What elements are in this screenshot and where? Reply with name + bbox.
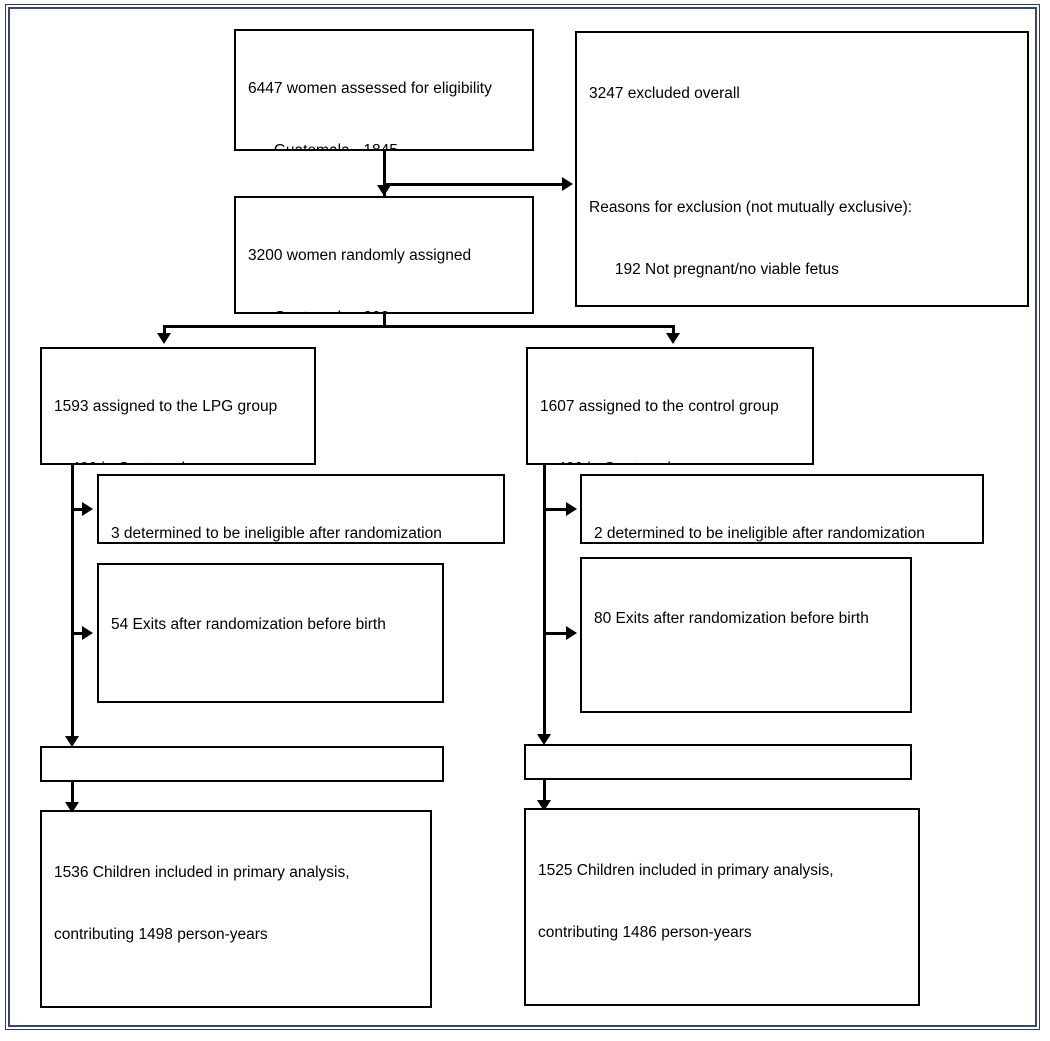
arrow-into-lpg-births <box>65 736 79 747</box>
connector-control-births-to-analysis <box>543 779 546 807</box>
lpg-assigned-line-0: 1593 assigned to the LPG group <box>54 398 278 416</box>
arrow-to-control-exits <box>566 626 577 640</box>
arrow-into-lpg-analysis <box>65 802 79 813</box>
arrow-to-control-ineligible <box>566 502 577 516</box>
control-analysis-line-1: contributing 1486 person-years <box>538 924 752 942</box>
lpg-exits-line-0: 54 Exits after randomization before birt… <box>111 616 386 634</box>
control-assigned-line-0: 1607 assigned to the control group <box>540 398 779 416</box>
connector-lpg-spine <box>71 464 74 744</box>
lpg-assigned-line-1: 400 in Guatemala <box>54 459 304 463</box>
control-assigned-line-1: 400 in Guatemala <box>540 459 802 463</box>
arrow-into-randomized <box>377 185 391 196</box>
arrow-to-lpg-ineligible <box>82 502 93 516</box>
connector-control-to-ineligible <box>543 508 573 511</box>
lpg-primary-analysis-box: 1536 Children included in primary analys… <box>40 810 432 1008</box>
connector-assessed-down <box>383 149 386 185</box>
control-exits-box: 80 Exits after randomization before birt… <box>580 557 912 713</box>
arrow-into-control-analysis <box>537 800 551 811</box>
connector-to-control-group <box>672 325 675 339</box>
control-analysis-line-0: 1525 Children included in primary analys… <box>538 862 834 880</box>
connector-assessed-to-excluded <box>383 183 568 186</box>
lpg-ineligible-box: 3 determined to be ineligible after rand… <box>97 474 505 544</box>
connector-lpg-to-exits <box>71 632 87 635</box>
connector-control-to-exits <box>543 632 573 635</box>
lpg-analysis-line-1: contributing 1498 person-years <box>54 926 268 944</box>
arrow-to-excluded <box>562 177 573 191</box>
lpg-child-live-births-box: 1536 Child live births <box>40 746 444 782</box>
assessed-line-1: Guatemala - 1845 <box>248 142 398 151</box>
lpg-group-assigned-box: 1593 assigned to the LPG group 400 in Gu… <box>40 347 316 465</box>
lpg-ineligible-line-0: 3 determined to be ineligible after rand… <box>111 525 442 543</box>
control-child-live-births-box: 1525 Child live births <box>524 744 912 780</box>
connector-lpg-to-ineligible <box>71 508 87 511</box>
assessed-line-0: 6447 women assessed for eligibility <box>248 80 492 98</box>
randomized-line-0: 3200 women randomly assigned <box>248 247 472 265</box>
lpg-exits-gap <box>111 677 432 688</box>
control-analysis-gap <box>538 985 908 996</box>
control-group-assigned-box: 1607 assigned to the control group 400 i… <box>526 347 814 465</box>
lpg-exits-box: 54 Exits after randomization before birt… <box>97 563 444 703</box>
lpg-analysis-line-0: 1536 Children included in primary analys… <box>54 864 350 882</box>
connector-randomized-down <box>383 312 386 328</box>
control-primary-analysis-box: 1525 Children included in primary analys… <box>524 808 920 1006</box>
randomized-line-1: Guatemala - 800 <box>248 308 522 312</box>
arrow-into-control-births <box>537 734 551 745</box>
arrow-into-lpg-group <box>157 333 171 344</box>
excluded-line-2: Reasons for exclusion (not mutually excl… <box>589 199 913 217</box>
connector-randomized-split <box>163 325 675 328</box>
control-exits-gap <box>594 671 900 682</box>
control-exits-line-0: 80 Exits after randomization before birt… <box>594 610 869 628</box>
arrow-into-control-group <box>666 333 680 344</box>
excluded-overall-box: 3247 excluded overall Reasons for exclus… <box>575 31 1029 307</box>
excluded-line-3: 192 Not pregnant/no viable fetus <box>589 261 839 279</box>
arrow-to-lpg-exits <box>82 626 93 640</box>
excluded-gap <box>589 146 1017 157</box>
lpg-analysis-gap <box>54 987 420 998</box>
control-ineligible-box: 2 determined to be ineligible after rand… <box>580 474 984 544</box>
connector-to-lpg-group <box>163 325 166 339</box>
connector-lpg-births-to-analysis <box>71 781 74 809</box>
excluded-line-0: 3247 excluded overall <box>589 85 740 103</box>
control-ineligible-line-0: 2 determined to be ineligible after rand… <box>594 525 925 543</box>
assessed-for-eligibility-box: 6447 women assessed for eligibility Guat… <box>234 29 534 151</box>
randomly-assigned-box: 3200 women randomly assigned Guatemala -… <box>234 196 534 314</box>
connector-control-spine <box>543 464 546 742</box>
